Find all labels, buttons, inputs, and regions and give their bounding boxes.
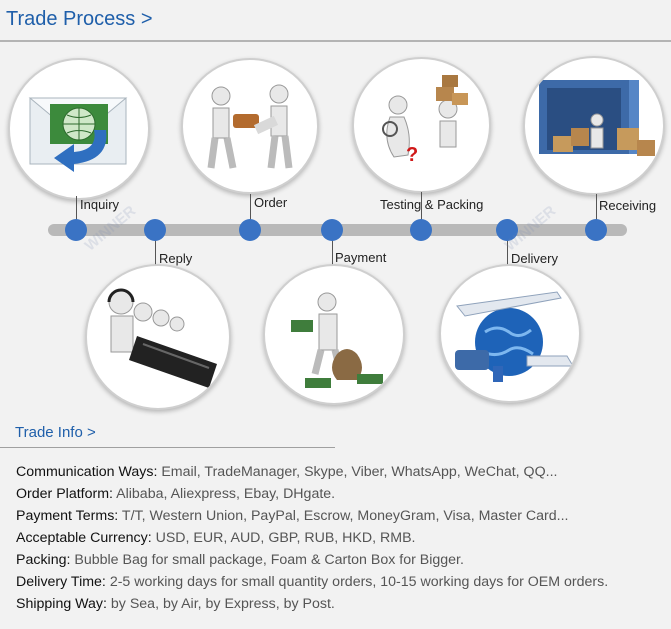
info-key: Acceptable Currency: <box>16 530 152 546</box>
call-center-icon <box>107 288 217 388</box>
step-label-delivery: Delivery <box>511 251 558 266</box>
info-key: Packing: <box>16 552 71 568</box>
info-key: Communication Ways: <box>16 464 158 480</box>
info-row-currency: Acceptable Currency: USD, EUR, AUD, GBP,… <box>16 527 666 549</box>
info-row-packing: Packing: Bubble Bag for small package, F… <box>16 549 666 571</box>
info-row-payment-terms: Payment Terms: T/T, Western Union, PayPa… <box>16 505 666 527</box>
inquiry-illustration <box>8 58 150 200</box>
inspection-boxes-icon: ? <box>382 75 468 166</box>
reply-connector <box>155 240 156 268</box>
step-label-receiving: Receiving <box>599 198 657 213</box>
info-row-order-platform: Order Platform: Alibaba, Aliexpress, Eba… <box>16 483 666 505</box>
trade-info-divider <box>0 447 335 448</box>
info-row-delivery-time: Delivery Time: 2-5 working days for smal… <box>16 571 666 593</box>
info-key: Shipping Way: <box>16 596 107 612</box>
step-dot-order <box>239 219 261 241</box>
page-title[interactable]: Trade Process > <box>6 8 153 30</box>
step-dot-inquiry <box>65 219 87 241</box>
info-key: Delivery Time: <box>16 574 106 590</box>
step-dot-delivery <box>496 219 518 241</box>
money-bags-icon <box>291 292 383 388</box>
step-label-payment: Payment <box>335 250 387 265</box>
info-value: Alibaba, Aliexpress, Ebay, DHgate. <box>112 486 336 502</box>
reply-illustration <box>85 264 231 410</box>
testing-packing-illustration: ? <box>352 57 491 193</box>
step-label-reply: Reply <box>159 251 193 266</box>
envelope-globe-icon <box>28 97 128 172</box>
info-row-communication: Communication Ways: Email, TradeManager,… <box>16 461 666 483</box>
step-dot-reply <box>144 219 166 241</box>
info-value: USD, EUR, AUD, GBP, RUB, HKD, RMB. <box>151 530 416 546</box>
info-key: Order Platform: <box>16 486 113 502</box>
info-value: T/T, Western Union, PayPal, Escrow, Mone… <box>118 508 569 524</box>
payment-connector <box>332 240 333 266</box>
receiving-illustration <box>523 56 665 195</box>
testing-packing-connector <box>421 192 422 220</box>
header-divider <box>0 40 671 42</box>
order-connector <box>250 194 251 220</box>
payment-illustration <box>263 264 405 405</box>
delivery-illustration <box>439 264 581 403</box>
trade-info-title[interactable]: Trade Info > <box>15 424 96 441</box>
svg-text:?: ? <box>406 144 418 166</box>
step-label-order: Order <box>254 195 288 210</box>
info-value: 2-5 working days for small quantity orde… <box>105 574 609 590</box>
step-dot-payment <box>321 219 343 241</box>
trade-info-list: Communication Ways: Email, TradeManager,… <box>16 461 666 615</box>
step-dot-receiving <box>585 219 607 241</box>
info-key: Payment Terms: <box>16 508 119 524</box>
receiving-connector <box>596 194 597 220</box>
order-illustration <box>181 58 319 194</box>
container-boxes-icon <box>539 80 655 156</box>
step-dot-testing-packing <box>410 219 432 241</box>
step-label-testing-packing: Testing & Packing <box>380 197 484 212</box>
globe-transport-icon <box>455 291 574 382</box>
info-value: by Sea, by Air, by Express, by Post. <box>106 596 335 612</box>
info-value: Email, TradeManager, Skype, Viber, Whats… <box>157 464 558 480</box>
delivery-connector <box>507 240 508 268</box>
info-row-shipping-way: Shipping Way: by Sea, by Air, by Express… <box>16 593 666 615</box>
handshake-order-icon <box>207 84 293 169</box>
step-label-inquiry: Inquiry <box>80 197 120 212</box>
info-value: Bubble Bag for small package, Foam & Car… <box>70 552 464 568</box>
inquiry-connector <box>76 196 77 220</box>
